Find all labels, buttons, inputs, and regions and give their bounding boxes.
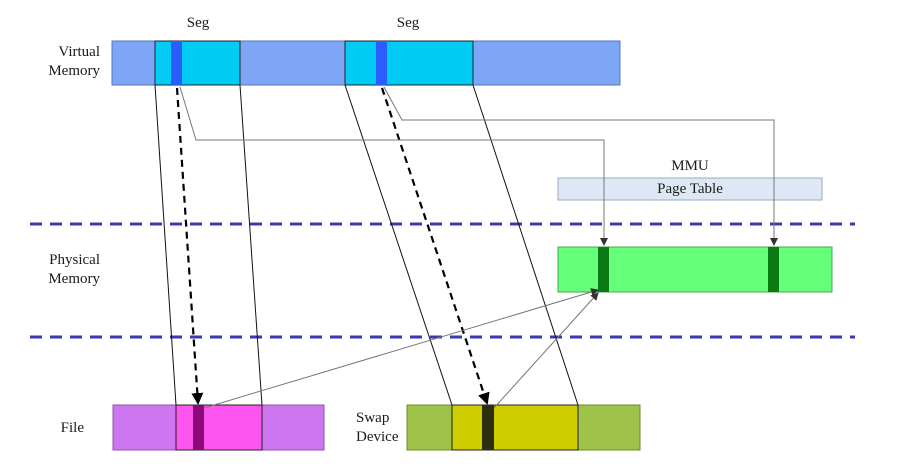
virtual-segment-1 xyxy=(154,40,241,86)
virtual-segment-2 xyxy=(344,40,474,86)
swap-device-label-line-1: Swap xyxy=(356,410,390,426)
swap-device-label: Swap Device xyxy=(356,409,406,447)
seg2-right-edge xyxy=(472,84,579,406)
virtual-page-2 xyxy=(376,41,387,85)
virtual-memory-label-line-1: Virtual xyxy=(58,44,100,60)
swap-device-label-line-2: Device xyxy=(356,429,399,445)
mmu-path-1 xyxy=(179,86,608,246)
file-page xyxy=(193,405,204,450)
page-table-box xyxy=(557,177,823,201)
seg-label-1: Seg xyxy=(186,15,210,31)
page2-to-swap-arrow xyxy=(380,87,490,405)
swap-page xyxy=(482,405,494,450)
physical-memory-label: Physical Memory xyxy=(20,251,100,289)
file-label: File xyxy=(60,420,84,436)
swap-segment xyxy=(451,404,579,451)
virtual-memory-label-line-2: Memory xyxy=(48,63,100,79)
page-table-label: Page Table xyxy=(657,181,723,197)
seg1-left-edge xyxy=(154,84,177,406)
virtual-memory-label: Virtual Memory xyxy=(20,43,100,81)
seg1-right-edge xyxy=(239,84,263,406)
mmu-label: MMU xyxy=(671,158,709,174)
seg-label-2: Seg xyxy=(396,15,420,31)
file-to-physical-arrow xyxy=(203,288,599,409)
page1-to-file-arrow xyxy=(175,87,204,405)
physical-page-1 xyxy=(598,247,609,292)
physical-page-2 xyxy=(768,247,779,292)
physical-memory-label-line-1: Physical xyxy=(49,252,100,268)
swap-to-physical-arrow xyxy=(493,292,599,409)
physical-memory-label-line-2: Memory xyxy=(48,271,100,287)
file-segment xyxy=(175,404,263,451)
seg2-left-edge xyxy=(344,84,453,406)
virtual-page-1 xyxy=(171,41,182,85)
mmu-path-2 xyxy=(383,86,778,246)
